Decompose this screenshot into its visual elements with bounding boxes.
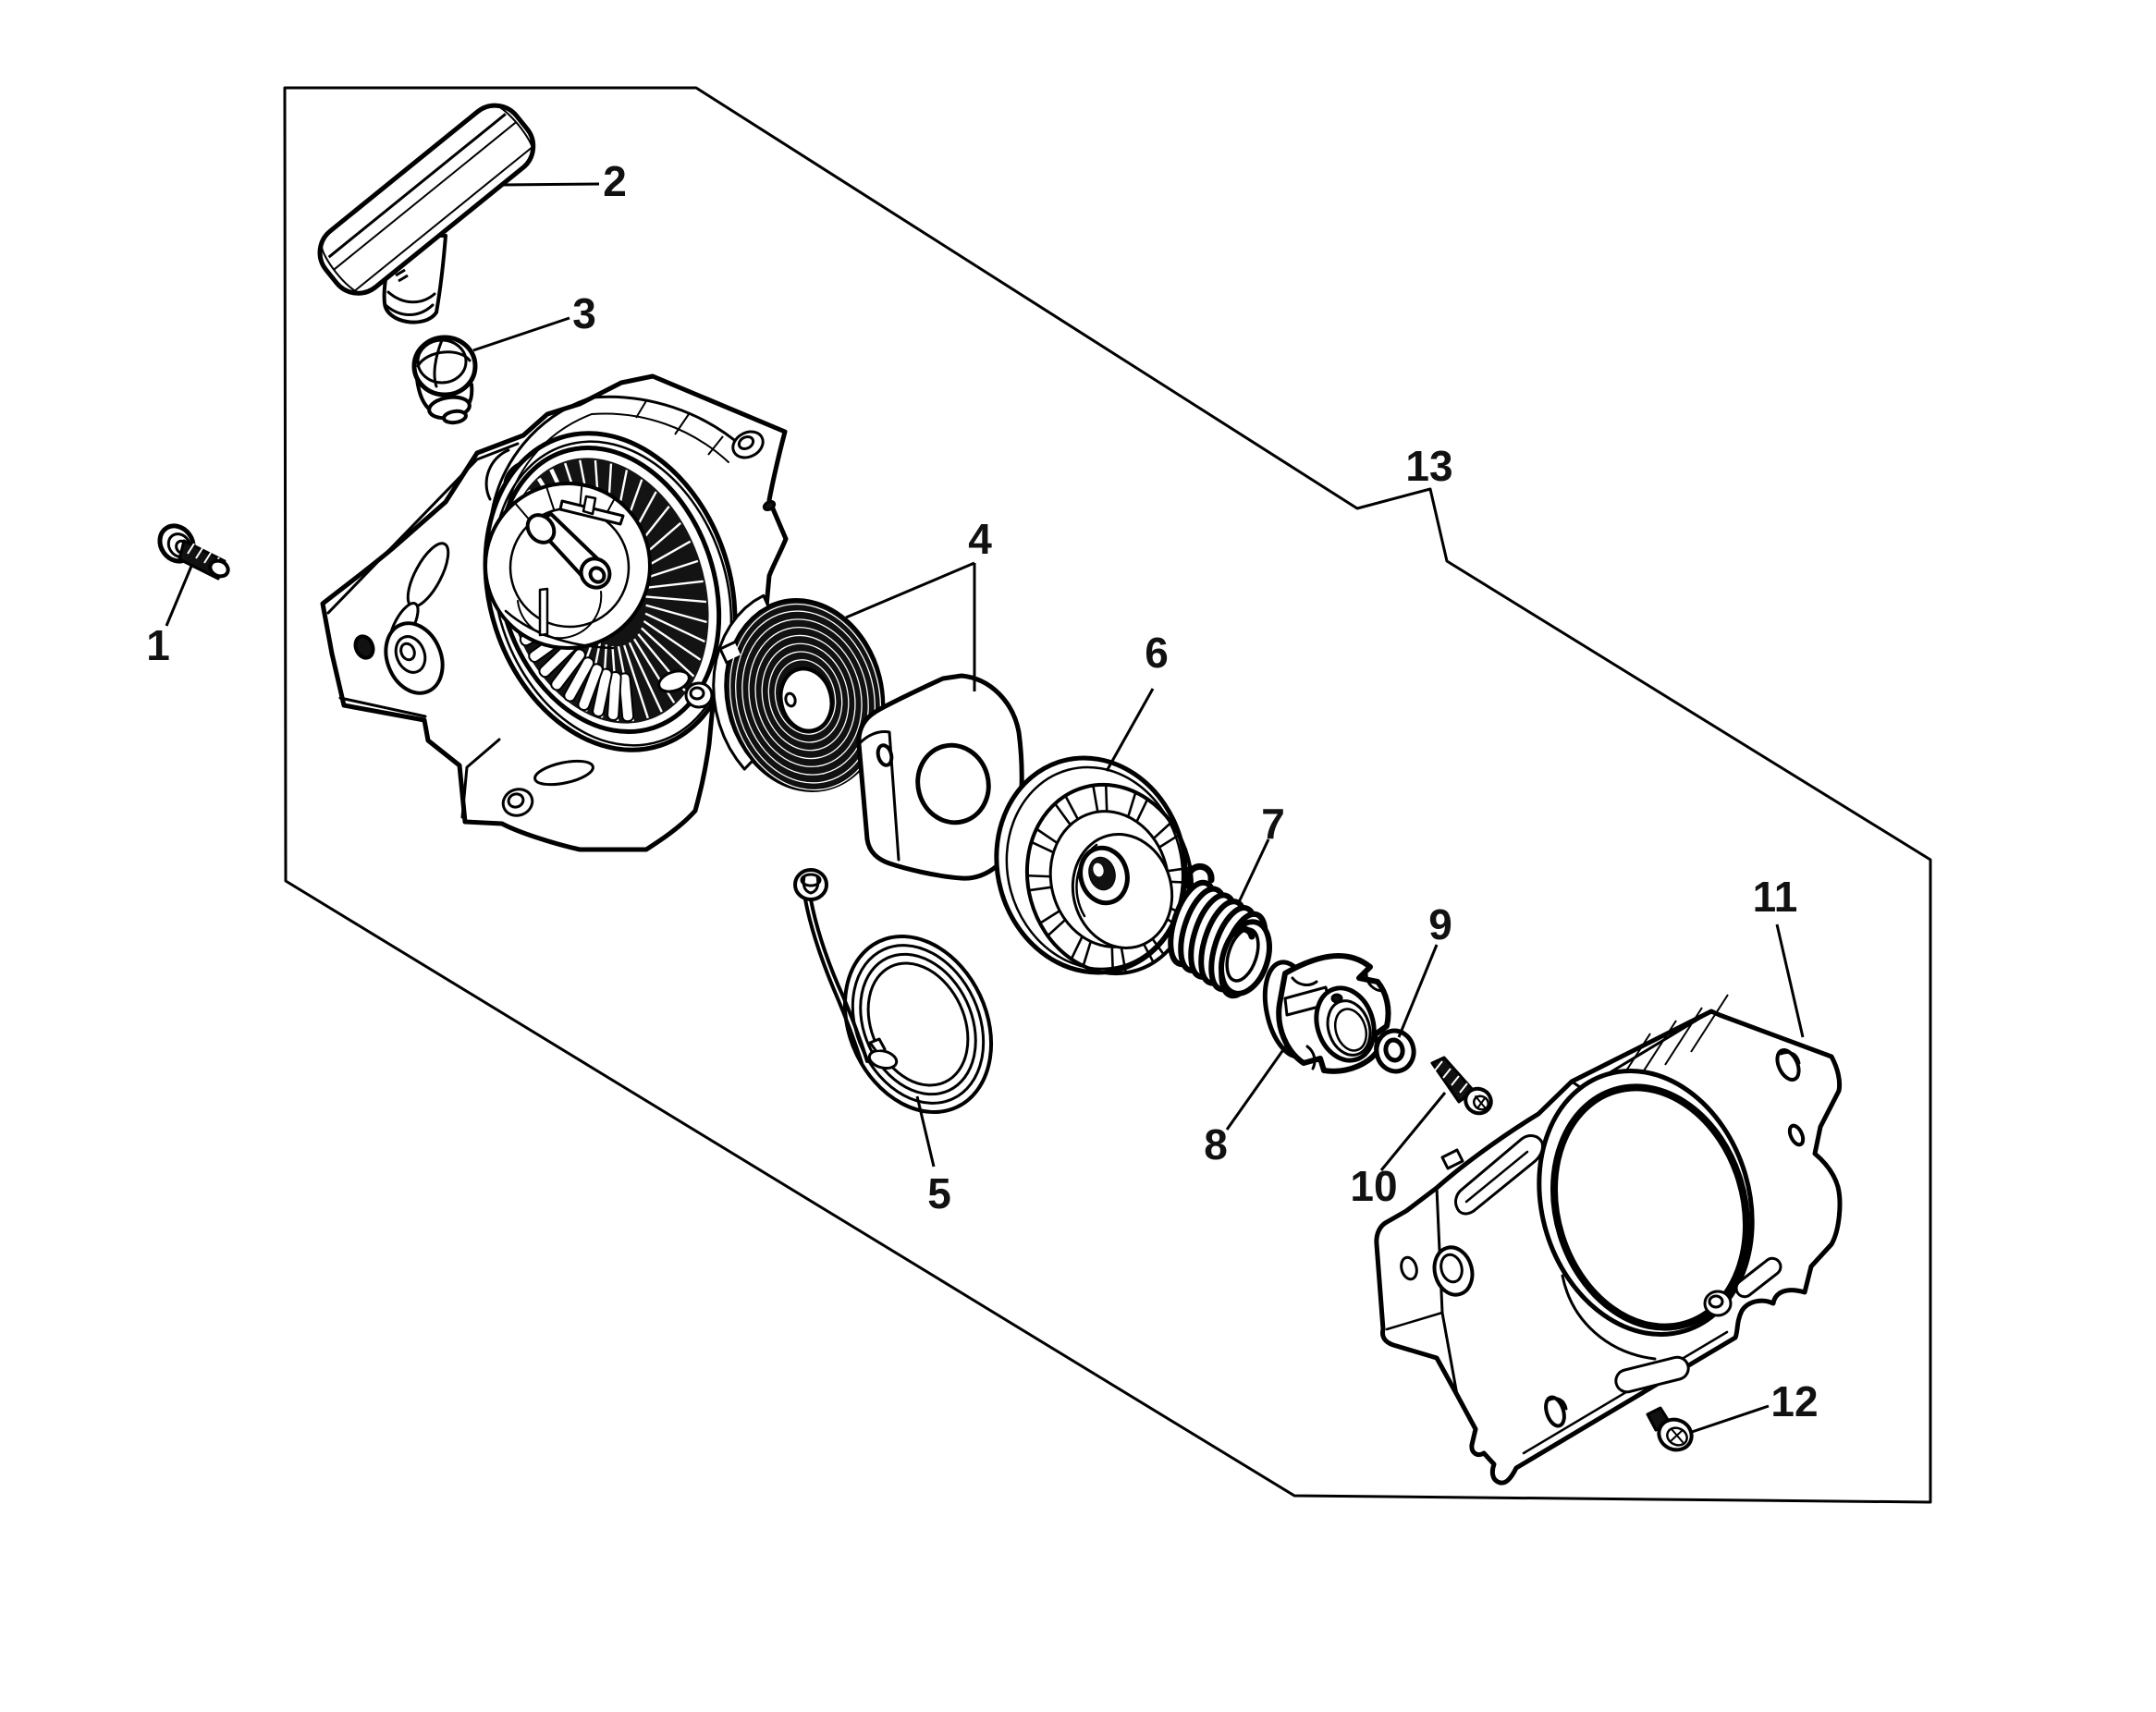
svg-text:10: 10 — [1350, 1162, 1397, 1210]
svg-text:4: 4 — [968, 515, 992, 563]
svg-text:8: 8 — [1204, 1120, 1228, 1168]
svg-text:6: 6 — [1145, 629, 1169, 677]
svg-text:13: 13 — [1405, 442, 1452, 490]
svg-text:5: 5 — [927, 1169, 951, 1217]
svg-text:1: 1 — [146, 621, 170, 669]
svg-text:12: 12 — [1770, 1377, 1818, 1425]
svg-text:2: 2 — [603, 157, 627, 205]
svg-text:3: 3 — [572, 289, 596, 337]
svg-text:9: 9 — [1428, 900, 1452, 948]
svg-text:7: 7 — [1261, 800, 1285, 848]
svg-text:11: 11 — [1753, 873, 1798, 921]
